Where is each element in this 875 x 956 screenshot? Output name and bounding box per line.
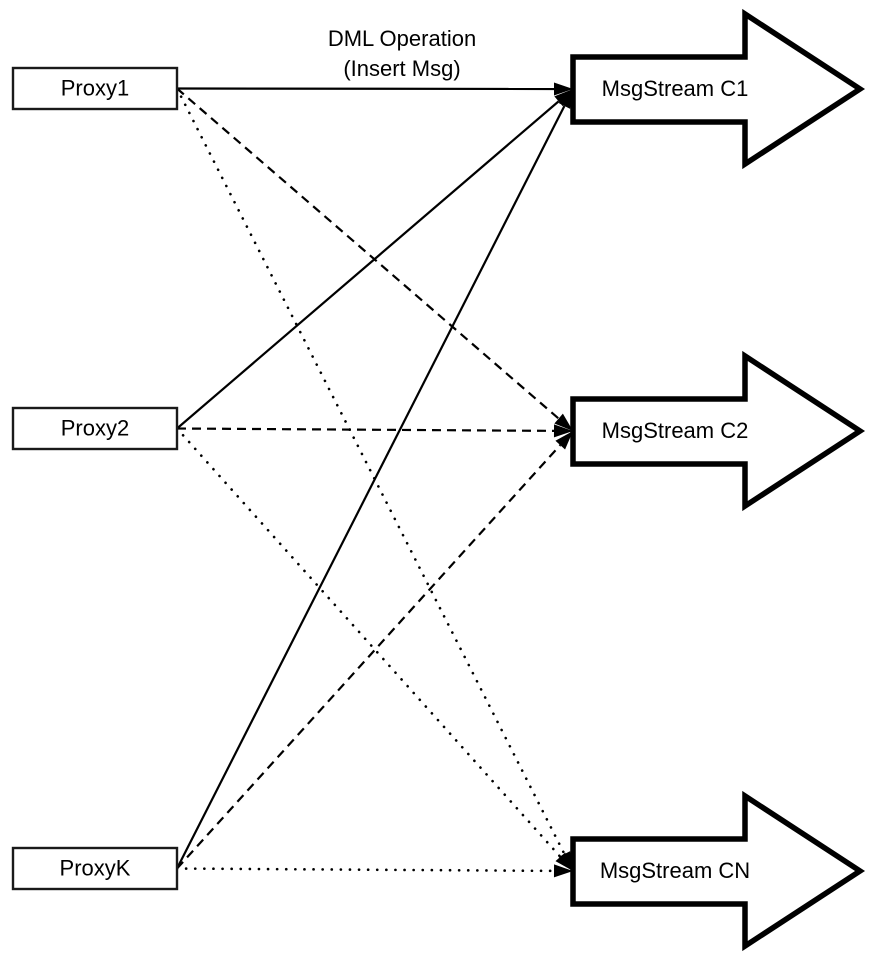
edge-caption-line-1: DML Operation <box>328 26 476 51</box>
arrowhead-p1-c1 <box>553 82 573 96</box>
proxy-node-proxy1[interactable]: Proxy1 <box>11 66 179 111</box>
link-pk-c2 <box>176 444 562 870</box>
link-p1-c2 <box>176 87 560 420</box>
arrowhead-pk-cn <box>553 864 573 878</box>
link-pk-cn <box>175 867 556 873</box>
arrowhead-p2-c2 <box>553 424 573 438</box>
proxy1-label: Proxy1 <box>61 75 129 100</box>
edge-caption-line-2: (Insert Msg) <box>343 56 460 81</box>
msgstream-c1-shape <box>570 8 866 170</box>
link-p2-c1 <box>176 100 560 430</box>
arrowhead-p2-c1 <box>554 89 573 107</box>
proxy1-box <box>11 66 179 111</box>
msgstream-c1[interactable]: MsgStream C1 <box>570 8 866 170</box>
arrowhead-pk-c1 <box>558 89 573 109</box>
arrowhead-pk-c2 <box>555 431 573 450</box>
proxy2-box <box>11 406 179 451</box>
arrowheads-layer <box>553 82 573 878</box>
msgstream-c2-label: MsgStream C2 <box>602 418 749 443</box>
edge-caption-group: DML Operation (Insert Msg) <box>328 26 476 81</box>
msgstream-cn-label: MsgStream CN <box>600 858 750 883</box>
proxyk-label: ProxyK <box>60 855 131 880</box>
links-layer <box>175 87 566 873</box>
msgstream-c2-shape <box>570 350 866 512</box>
link-p1-cn <box>175 87 566 856</box>
msgstream-c2[interactable]: MsgStream C2 <box>570 350 866 512</box>
link-p2-c2 <box>176 427 555 432</box>
msgstream-cn[interactable]: MsgStream CN <box>570 790 866 952</box>
proxy2-label: Proxy2 <box>61 415 129 440</box>
arrowhead-p2-cn <box>555 852 573 871</box>
link-pk-c1 <box>176 105 566 869</box>
arrowhead-p1-c2 <box>554 413 573 431</box>
msgstream-c1-label: MsgStream C1 <box>602 76 749 101</box>
proxyk-box <box>11 846 179 891</box>
proxy-node-proxyk[interactable]: ProxyK <box>11 846 179 891</box>
msgstream-cn-shape <box>570 790 866 952</box>
proxy-node-proxy2[interactable]: Proxy2 <box>11 406 179 451</box>
